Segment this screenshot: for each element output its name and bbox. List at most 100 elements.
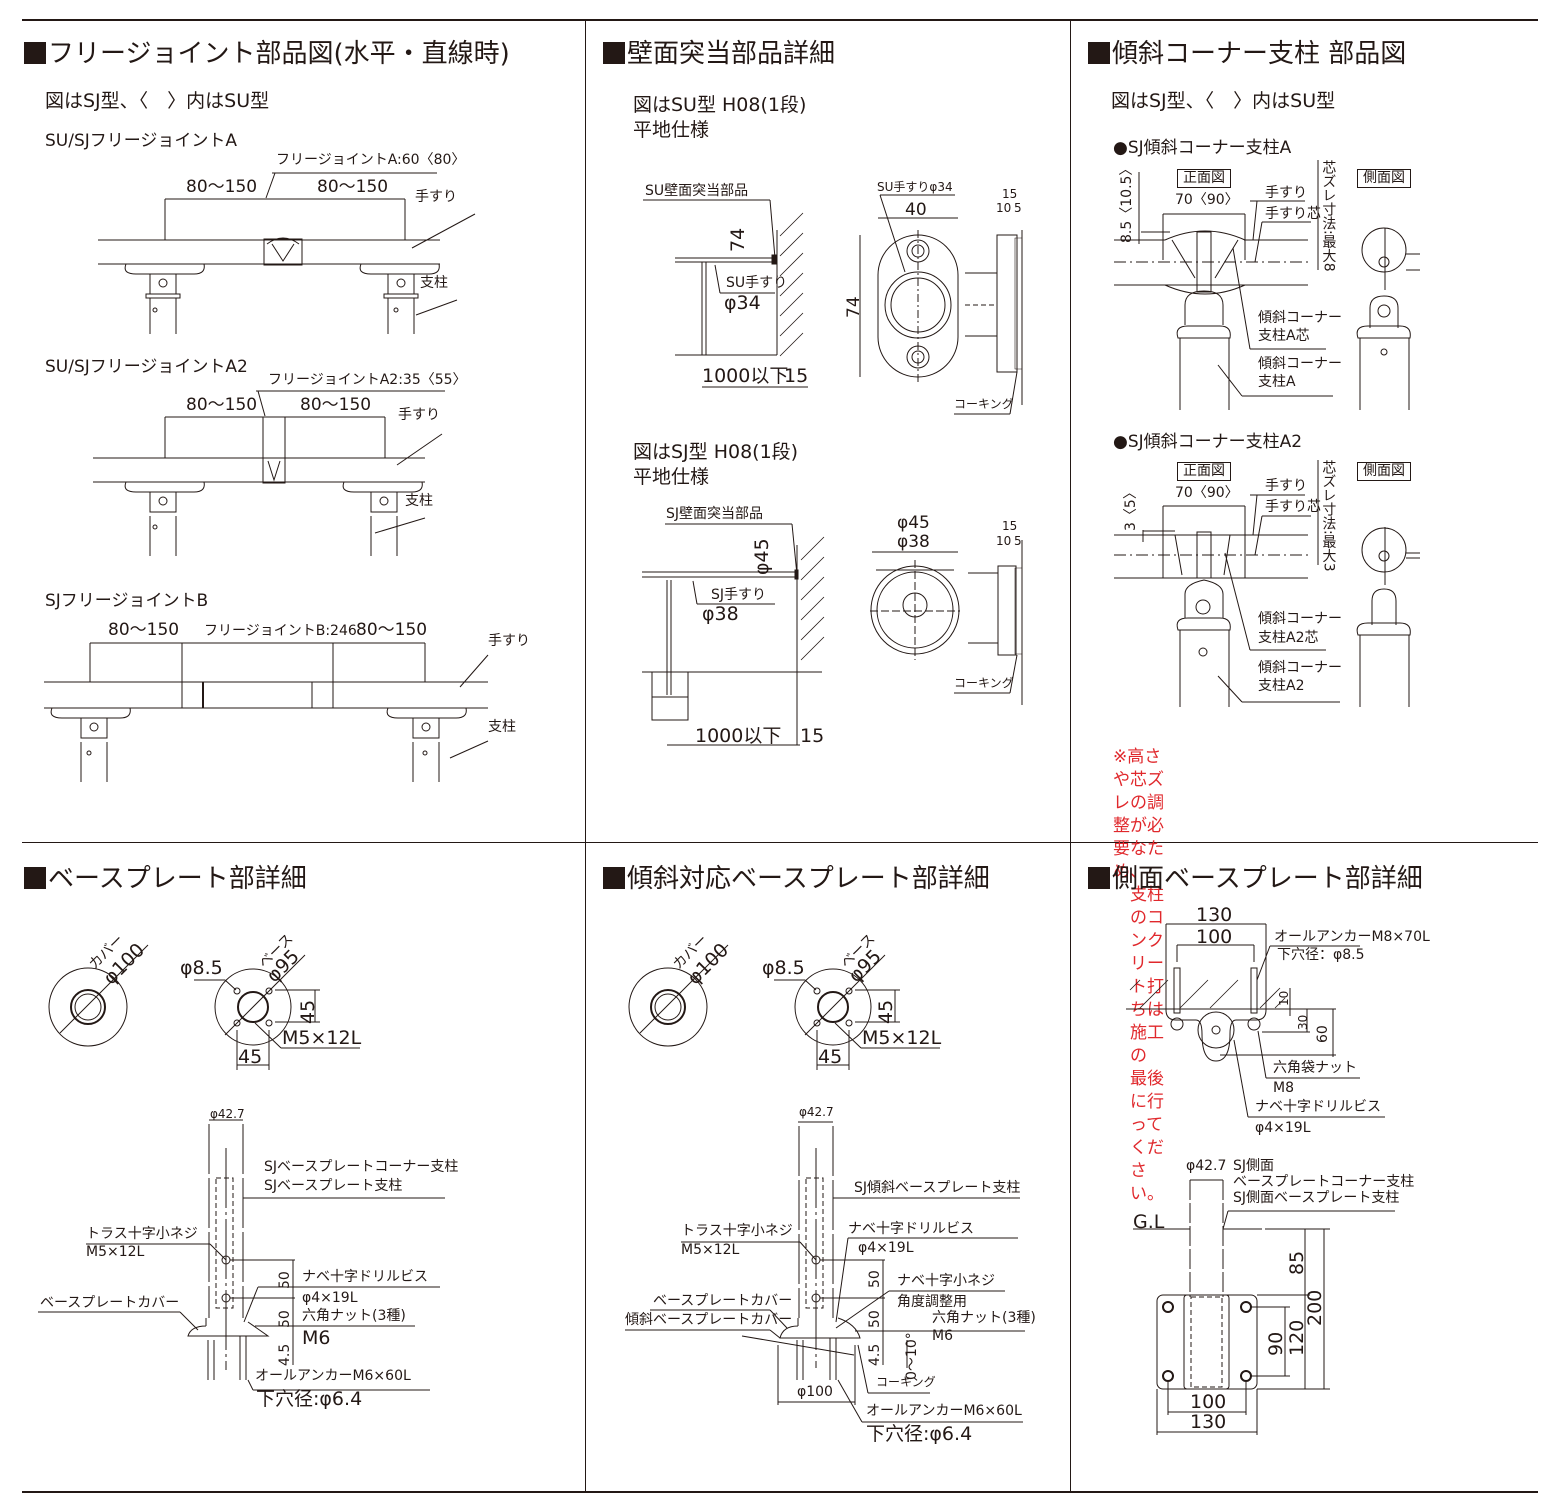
post-label-1: SJ側面 bbox=[1233, 1158, 1275, 1174]
ground-level: G.L bbox=[1133, 1211, 1165, 1233]
su-note-2: 平地仕様 bbox=[633, 119, 710, 141]
joint-b-left-dim: 80〜150 bbox=[108, 620, 180, 640]
anchor-spec: オールアンカーM6×60L bbox=[255, 1368, 411, 1384]
width-100: 100 bbox=[1196, 926, 1233, 948]
sj-d15: 15 bbox=[1002, 519, 1018, 533]
joint-a-size: フリージョイントA:60〈80〉 bbox=[276, 152, 466, 168]
joint-b-size: フリージョイントB:246 bbox=[204, 623, 357, 639]
title-text: フリージョイント部品図(水平・直線時) bbox=[48, 39, 510, 69]
cover-label-2: 傾斜ベースプレートカバー bbox=[625, 1312, 793, 1328]
pilot-hole: 下穴径:φ6.4 bbox=[866, 1423, 973, 1445]
screw-spec: M5×12L bbox=[282, 1027, 362, 1049]
m6-label: M6 bbox=[932, 1328, 953, 1344]
drill-screw-2: φ4×19L bbox=[302, 1290, 358, 1306]
base-dia-100: φ100 bbox=[797, 1384, 833, 1400]
joint-a-label: SU/SJフリージョイントA bbox=[45, 131, 238, 151]
corner-a-post-2: 支柱A bbox=[1258, 374, 1296, 390]
title-text: 傾斜コーナー支柱 部品図 bbox=[1112, 39, 1407, 69]
su-gap: 15 bbox=[784, 365, 809, 387]
drill-screw-1: ナベ十字ドリルビス bbox=[302, 1269, 428, 1285]
truss-screw-1: トラス十字小ネジ bbox=[86, 1226, 198, 1242]
sj-part-label: SJ壁面突当部品 bbox=[666, 506, 764, 522]
joint-a2-label: SU/SJフリージョイントA2 bbox=[45, 357, 248, 377]
sj-inner-dia: φ38 bbox=[897, 532, 930, 552]
su-d5: 5 bbox=[1014, 201, 1022, 215]
cap-nut-1: 六角袋ナット bbox=[1273, 1060, 1357, 1076]
joint-b-post-label: 支柱 bbox=[488, 719, 516, 735]
post-dia: φ42.7 bbox=[1186, 1158, 1227, 1174]
corner-a-label: ●SJ傾斜コーナー支柱A bbox=[1113, 138, 1292, 158]
corner-a2-post-1: 傾斜コーナー bbox=[1258, 660, 1342, 676]
bullet-square-icon bbox=[1088, 42, 1110, 64]
su-front-label: SU手すりφ34 bbox=[877, 180, 953, 194]
hex-nut: 六角ナット(3種) bbox=[932, 1310, 1036, 1326]
corner-a2-label: ●SJ傾斜コーナー支柱A2 bbox=[1113, 432, 1303, 452]
joint-a2-right-dim: 80〜150 bbox=[300, 395, 372, 415]
sj-gap: 15 bbox=[800, 725, 825, 747]
middle-rule bbox=[22, 842, 1538, 843]
post-dia: φ42.7 bbox=[210, 1107, 245, 1121]
drill-screw-2: φ4×19L bbox=[858, 1240, 914, 1256]
su-note-1: 図はSU型 H08(1段) bbox=[633, 94, 807, 116]
pitch-horizontal: 45 bbox=[818, 1046, 843, 1068]
sj-d10: 10 bbox=[996, 534, 1012, 548]
caulk-label: コーキング bbox=[876, 1375, 936, 1389]
post-dia: φ42.7 bbox=[799, 1105, 834, 1119]
title-text: 壁面突当部品詳細 bbox=[627, 39, 836, 69]
su-part-label: SU壁面突当部品 bbox=[645, 183, 749, 199]
corner-a2-core-2: 支柱A2芯 bbox=[1258, 630, 1319, 646]
sj-outer-dia: φ45 bbox=[897, 513, 930, 533]
post-label-3: SJ側面ベースプレート支柱 bbox=[1233, 1190, 1400, 1206]
warning-line-3: 最後に行ってください。 bbox=[1130, 1069, 1164, 1204]
cover-plate-label: ベースプレートカバー bbox=[40, 1295, 180, 1311]
corner-a-core-1: 傾斜コーナー bbox=[1258, 310, 1342, 326]
panel-title: フリージョイント部品図(水平・直線時) bbox=[24, 33, 510, 70]
cap-nut-2: M8 bbox=[1273, 1080, 1294, 1096]
panel-title: ベースプレート部詳細 bbox=[24, 858, 307, 895]
joint-b-right-dim: 80〜150 bbox=[356, 620, 428, 640]
column-divider-1 bbox=[585, 20, 586, 1492]
title-text: 側面ベースプレート部詳細 bbox=[1112, 864, 1423, 894]
m6-label: M6 bbox=[302, 1327, 331, 1349]
joint-a2-rail-label: 手すり bbox=[398, 407, 440, 423]
drill-screw-1: ナベ十字ドリルビス bbox=[848, 1221, 974, 1237]
pilot-hole: 下穴径：φ8.5 bbox=[1277, 947, 1365, 963]
truss-screw-2: M5×12L bbox=[86, 1244, 145, 1260]
corner-a2-rail: 手すり bbox=[1265, 478, 1307, 494]
sj-note-1: 図はSJ型 H08(1段) bbox=[633, 441, 799, 463]
bullet-square-icon bbox=[24, 867, 46, 889]
post-label: SJ傾斜ベースプレート支柱 bbox=[854, 1180, 1021, 1196]
su-caulk: コーキング bbox=[954, 397, 1014, 411]
pan-screw-1: ナベ十字小ネジ bbox=[897, 1273, 995, 1289]
drill-screw-2: φ4×19L bbox=[1255, 1120, 1311, 1136]
pan-screw-2: 角度調整用 bbox=[897, 1294, 967, 1310]
joint-a2-post-label: 支柱 bbox=[405, 493, 433, 509]
pitch-horizontal: 45 bbox=[238, 1046, 263, 1068]
anchor-spec: オールアンカーM8×70L bbox=[1274, 929, 1430, 945]
screw-spec: M5×12L bbox=[862, 1027, 942, 1049]
corner-a2-front-tag: 正面図 bbox=[1177, 462, 1231, 482]
hex-nut: 六角ナット(3種) bbox=[302, 1308, 406, 1324]
su-d10: 10 bbox=[996, 201, 1012, 215]
panel-title: 傾斜対応ベースプレート部詳細 bbox=[603, 858, 990, 895]
hole-dia: φ8.5 bbox=[180, 957, 223, 979]
corner-a2-side-tag: 側面図 bbox=[1357, 462, 1411, 482]
truss-screw-2: M5×12L bbox=[681, 1242, 740, 1258]
joint-a2-size: フリージョイントA2:35〈55〉 bbox=[268, 372, 467, 388]
truss-screw-1: トラス十字小ネジ bbox=[681, 1223, 793, 1239]
title-text: ベースプレート部詳細 bbox=[48, 864, 307, 894]
joint-b-label: SJフリージョイントB bbox=[45, 591, 209, 611]
corner-a2-shift: 芯ズレ寸法:最大3 bbox=[1320, 460, 1337, 572]
panel-title: 傾斜コーナー支柱 部品図 bbox=[1088, 33, 1406, 70]
sj-note-2: 平地仕様 bbox=[633, 466, 710, 488]
post-label-2: SJベースプレート支柱 bbox=[264, 1178, 403, 1194]
top-rule bbox=[22, 19, 1538, 21]
